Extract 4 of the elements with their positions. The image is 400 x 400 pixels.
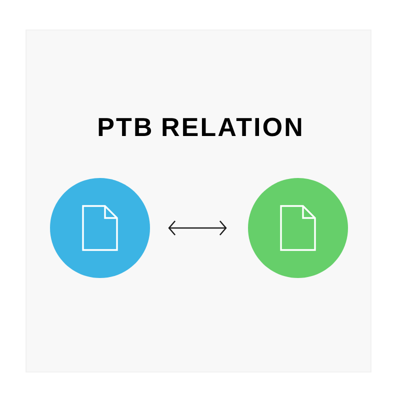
title: PTB RELATION xyxy=(98,118,302,136)
double-arrow xyxy=(168,220,227,236)
circle xyxy=(50,178,150,278)
circle xyxy=(248,178,348,278)
